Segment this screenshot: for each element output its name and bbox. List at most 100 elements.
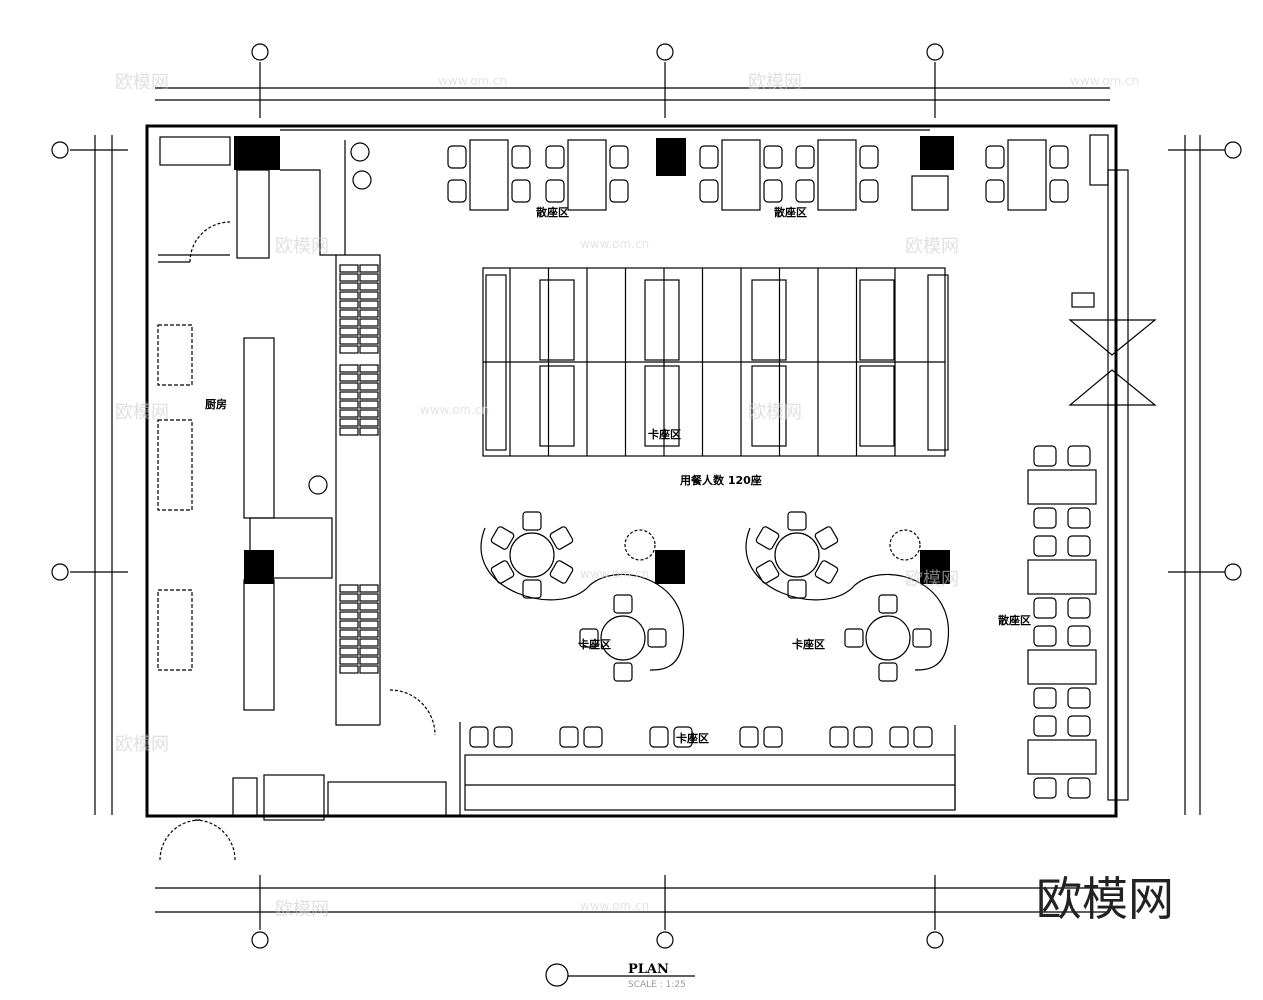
booth-table bbox=[644, 279, 680, 361]
stove-burner bbox=[359, 418, 379, 427]
axis-bubble bbox=[656, 43, 674, 61]
watermark-logo: 欧模网 bbox=[905, 236, 959, 257]
chair bbox=[787, 579, 807, 599]
watermark-logo: 欧模网 bbox=[275, 899, 329, 920]
kitchen-label: 厨房 bbox=[205, 397, 227, 411]
chair bbox=[579, 628, 599, 648]
stove-burner bbox=[339, 418, 359, 427]
chair bbox=[985, 179, 1005, 203]
plan-title: PLAN bbox=[628, 962, 669, 977]
chair bbox=[613, 662, 633, 682]
stove-burner bbox=[339, 309, 359, 318]
stove-burner bbox=[359, 611, 379, 620]
booth-table bbox=[859, 279, 895, 361]
booth-table bbox=[539, 279, 575, 361]
dimension-and-axis-lines bbox=[51, 43, 1242, 949]
watermark-url: www.om.cn bbox=[580, 899, 649, 913]
chair bbox=[647, 628, 667, 648]
booth-table bbox=[539, 365, 575, 447]
chair bbox=[1067, 597, 1091, 619]
chair bbox=[447, 179, 467, 203]
chair bbox=[829, 726, 849, 748]
chair bbox=[1033, 445, 1057, 467]
watermark-logo: 欧模网 bbox=[748, 72, 802, 93]
axis-bubble bbox=[251, 931, 269, 949]
booth-area-label-right: 卡座区 bbox=[792, 637, 825, 651]
axis-bubble bbox=[926, 43, 944, 61]
planter bbox=[485, 274, 507, 451]
chair bbox=[549, 560, 574, 584]
stove-burner bbox=[359, 336, 379, 345]
axis-bubble bbox=[656, 931, 674, 949]
chair bbox=[493, 726, 513, 748]
stove-burner bbox=[339, 345, 359, 354]
chair bbox=[1033, 597, 1057, 619]
stove-burner bbox=[359, 264, 379, 273]
chair bbox=[1067, 687, 1091, 709]
chair bbox=[912, 628, 932, 648]
stove-burner bbox=[359, 665, 379, 674]
stove-burner bbox=[359, 638, 379, 647]
chair bbox=[545, 145, 565, 169]
chair bbox=[549, 526, 574, 550]
chair bbox=[490, 560, 515, 584]
stove-burner bbox=[339, 391, 359, 400]
round-table bbox=[509, 532, 555, 578]
watermark-logo: 欧模网 bbox=[275, 236, 329, 257]
stove-burner bbox=[339, 273, 359, 282]
chair bbox=[755, 526, 780, 550]
chair bbox=[763, 726, 783, 748]
axis-bubble bbox=[926, 931, 944, 949]
dining-table bbox=[817, 139, 857, 211]
dining-table bbox=[1027, 649, 1097, 685]
chair bbox=[878, 662, 898, 682]
watermark-logo: 欧模网 bbox=[905, 569, 959, 590]
chair bbox=[613, 594, 633, 614]
chair bbox=[1067, 507, 1091, 529]
stove-burner bbox=[359, 602, 379, 611]
stove-burner bbox=[339, 291, 359, 300]
watermark-logo: 欧模网 bbox=[115, 734, 169, 755]
watermark-logo: 欧模网 bbox=[115, 72, 169, 93]
stove-burner bbox=[359, 318, 379, 327]
chair bbox=[763, 179, 783, 203]
dining-table bbox=[1027, 559, 1097, 595]
watermark-url: www.om.cn bbox=[580, 567, 649, 581]
chair bbox=[673, 726, 693, 748]
curved-sofa bbox=[480, 527, 684, 671]
round-stool bbox=[350, 142, 370, 162]
dining-table bbox=[469, 139, 509, 211]
chair bbox=[1049, 179, 1069, 203]
watermark-logo: 欧模网 bbox=[748, 402, 802, 423]
chair bbox=[1067, 535, 1091, 557]
stove-burner bbox=[339, 327, 359, 336]
stove-burner bbox=[339, 409, 359, 418]
dining-table bbox=[1007, 139, 1047, 211]
stove-burner bbox=[359, 282, 379, 291]
stove-burner bbox=[359, 345, 379, 354]
chair bbox=[559, 726, 579, 748]
watermark-big-logo: 欧模网 bbox=[1036, 872, 1174, 926]
chair bbox=[522, 511, 542, 531]
chair bbox=[1033, 625, 1057, 647]
stove-burner bbox=[339, 282, 359, 291]
chair bbox=[1067, 445, 1091, 467]
stove-burner bbox=[359, 291, 379, 300]
chair bbox=[1033, 535, 1057, 557]
stove-burner bbox=[359, 373, 379, 382]
booth-table bbox=[751, 279, 787, 361]
stove-burner bbox=[339, 427, 359, 436]
chair bbox=[649, 726, 669, 748]
chair bbox=[1067, 777, 1091, 799]
chair bbox=[522, 579, 542, 599]
stove-burner bbox=[339, 638, 359, 647]
chair bbox=[1067, 715, 1091, 737]
axis-bubble bbox=[51, 141, 69, 159]
stove-burner bbox=[359, 584, 379, 593]
booth-area-label-bottom: 卡座区 bbox=[676, 731, 709, 745]
chair bbox=[609, 145, 629, 169]
stove-burner bbox=[359, 427, 379, 436]
round-table bbox=[865, 615, 911, 661]
labels: 厨房 卡座区 卡座区 卡座区 卡座区 散座区 散座区 散座区 用餐人数 120座… bbox=[115, 72, 1174, 990]
curved-sofa bbox=[745, 527, 949, 671]
